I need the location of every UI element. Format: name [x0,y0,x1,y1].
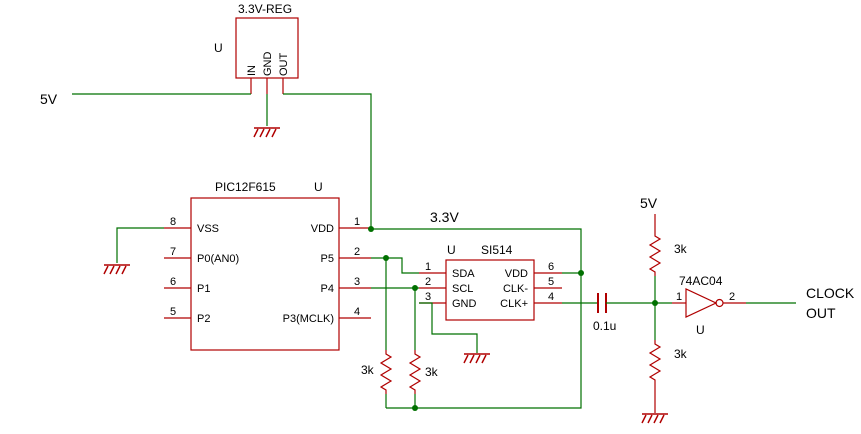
mcu-pin-num-2: 2 [354,246,360,258]
mcu-pin-num-1: 1 [354,216,360,228]
regulator-pin-gnd: GND [262,52,274,77]
mcu-pin-p4: P4 [321,283,334,295]
ground-symbol-bias [641,413,668,424]
clock-chip-pin-num-2: 2 [425,276,431,288]
junction-scl [412,285,418,291]
clock-chip-pin-gnd: GND [452,298,477,310]
clock-chip-pin-num-3: 3 [425,291,431,303]
wire-3v3-rail [371,228,582,409]
mcu-pin-p1: P1 [197,283,210,295]
buffer-pin-out: 2 [729,291,735,303]
net-label-out: OUT [806,305,836,321]
wire-regulator-out [283,93,372,229]
clock-chip-pin-clk-minus: CLK- [503,283,528,295]
inverter-buffer: 74AC04 1 2 U [672,274,746,337]
resistor-bias-bottom-value: 3k [674,347,688,361]
regulator-pin-in: IN [246,65,258,76]
clock-chip-pin-num-5: 5 [548,276,554,288]
junction-pullup-bottom [412,405,418,411]
net-label-5v-pullup: 5V [640,195,658,211]
clock-chip-pin-sda: SDA [452,268,475,280]
buffer-pin-in: 1 [676,291,682,303]
mcu-pin-p5: P5 [321,253,334,265]
mcu-pin-vdd: VDD [311,223,334,235]
junction-bias [652,300,658,306]
mcu-ref: U [314,180,323,194]
mcu-pin-p0: P0(AN0) [197,253,239,265]
wire-si514-gnd [419,302,478,353]
mcu-pin-vss: VSS [197,223,219,235]
resistor-bias-top [648,232,662,276]
mcu-pin-num-5: 5 [170,306,176,318]
regulator-name: 3.3V-REG [238,2,292,16]
net-label-5v-input: 5V [40,91,58,107]
clock-chip-pin-clk-plus: CLK+ [500,298,528,310]
mcu-pin-num-6: 6 [170,276,176,288]
mcu-pin-p2: P2 [197,313,210,325]
clock-chip-pin-vdd: VDD [505,268,528,280]
mcu-pin-num-3: 3 [354,276,360,288]
regulator-ref: U [214,41,223,55]
buffer-name: 74AC04 [679,274,723,288]
capacitor [597,293,607,313]
net-label-3v3: 3.3V [430,209,459,225]
clock-chip-pin-num-1: 1 [425,261,431,273]
capacitor-value: 0.1u [593,319,616,333]
mcu-pin-num-4: 4 [354,306,360,318]
buffer-ref: U [696,323,705,337]
wire-mcu-vss [116,227,164,263]
ground-symbol-regulator [253,127,280,138]
resistor-sda-value: 3k [361,363,375,377]
resistor-scl-pullup [408,350,422,394]
resistor-bias-top-value: 3k [674,242,688,256]
ground-symbol-mcu [103,264,130,275]
clock-chip-name: SI514 [481,243,513,257]
junction-3v3 [368,226,374,232]
clock-chip: U SI514 1 2 3 SDA SCL GND 6 5 4 VDD CLK-… [419,243,562,321]
junction-si514-vdd [578,270,584,276]
mcu-pin-num-8: 8 [170,216,176,228]
regulator-pin-out: OUT [278,53,290,77]
junction-sda [383,255,389,261]
resistor-scl-value: 3k [425,365,439,379]
mcu-pin-p3-mclk: P3(MCLK) [283,313,334,325]
clock-chip-ref: U [447,243,456,257]
regulator: 3.3V-REG U IN GND OUT [214,2,299,94]
resistor-sda-pullup [379,350,393,394]
clock-chip-pin-scl: SCL [452,283,473,295]
resistor-bias-bottom [648,340,662,384]
net-label-clock: CLOCK [806,285,855,301]
mcu-name: PIC12F615 [215,180,276,194]
wire-sda [371,257,419,274]
mcu: PIC12F615 U 8 7 6 5 VSS P0(AN0) P1 P2 1 … [164,180,371,351]
clock-chip-pin-num-6: 6 [548,261,554,273]
clock-chip-pin-num-4: 4 [548,291,554,303]
mcu-pin-num-7: 7 [170,246,176,258]
ground-symbol-si514 [463,353,490,364]
